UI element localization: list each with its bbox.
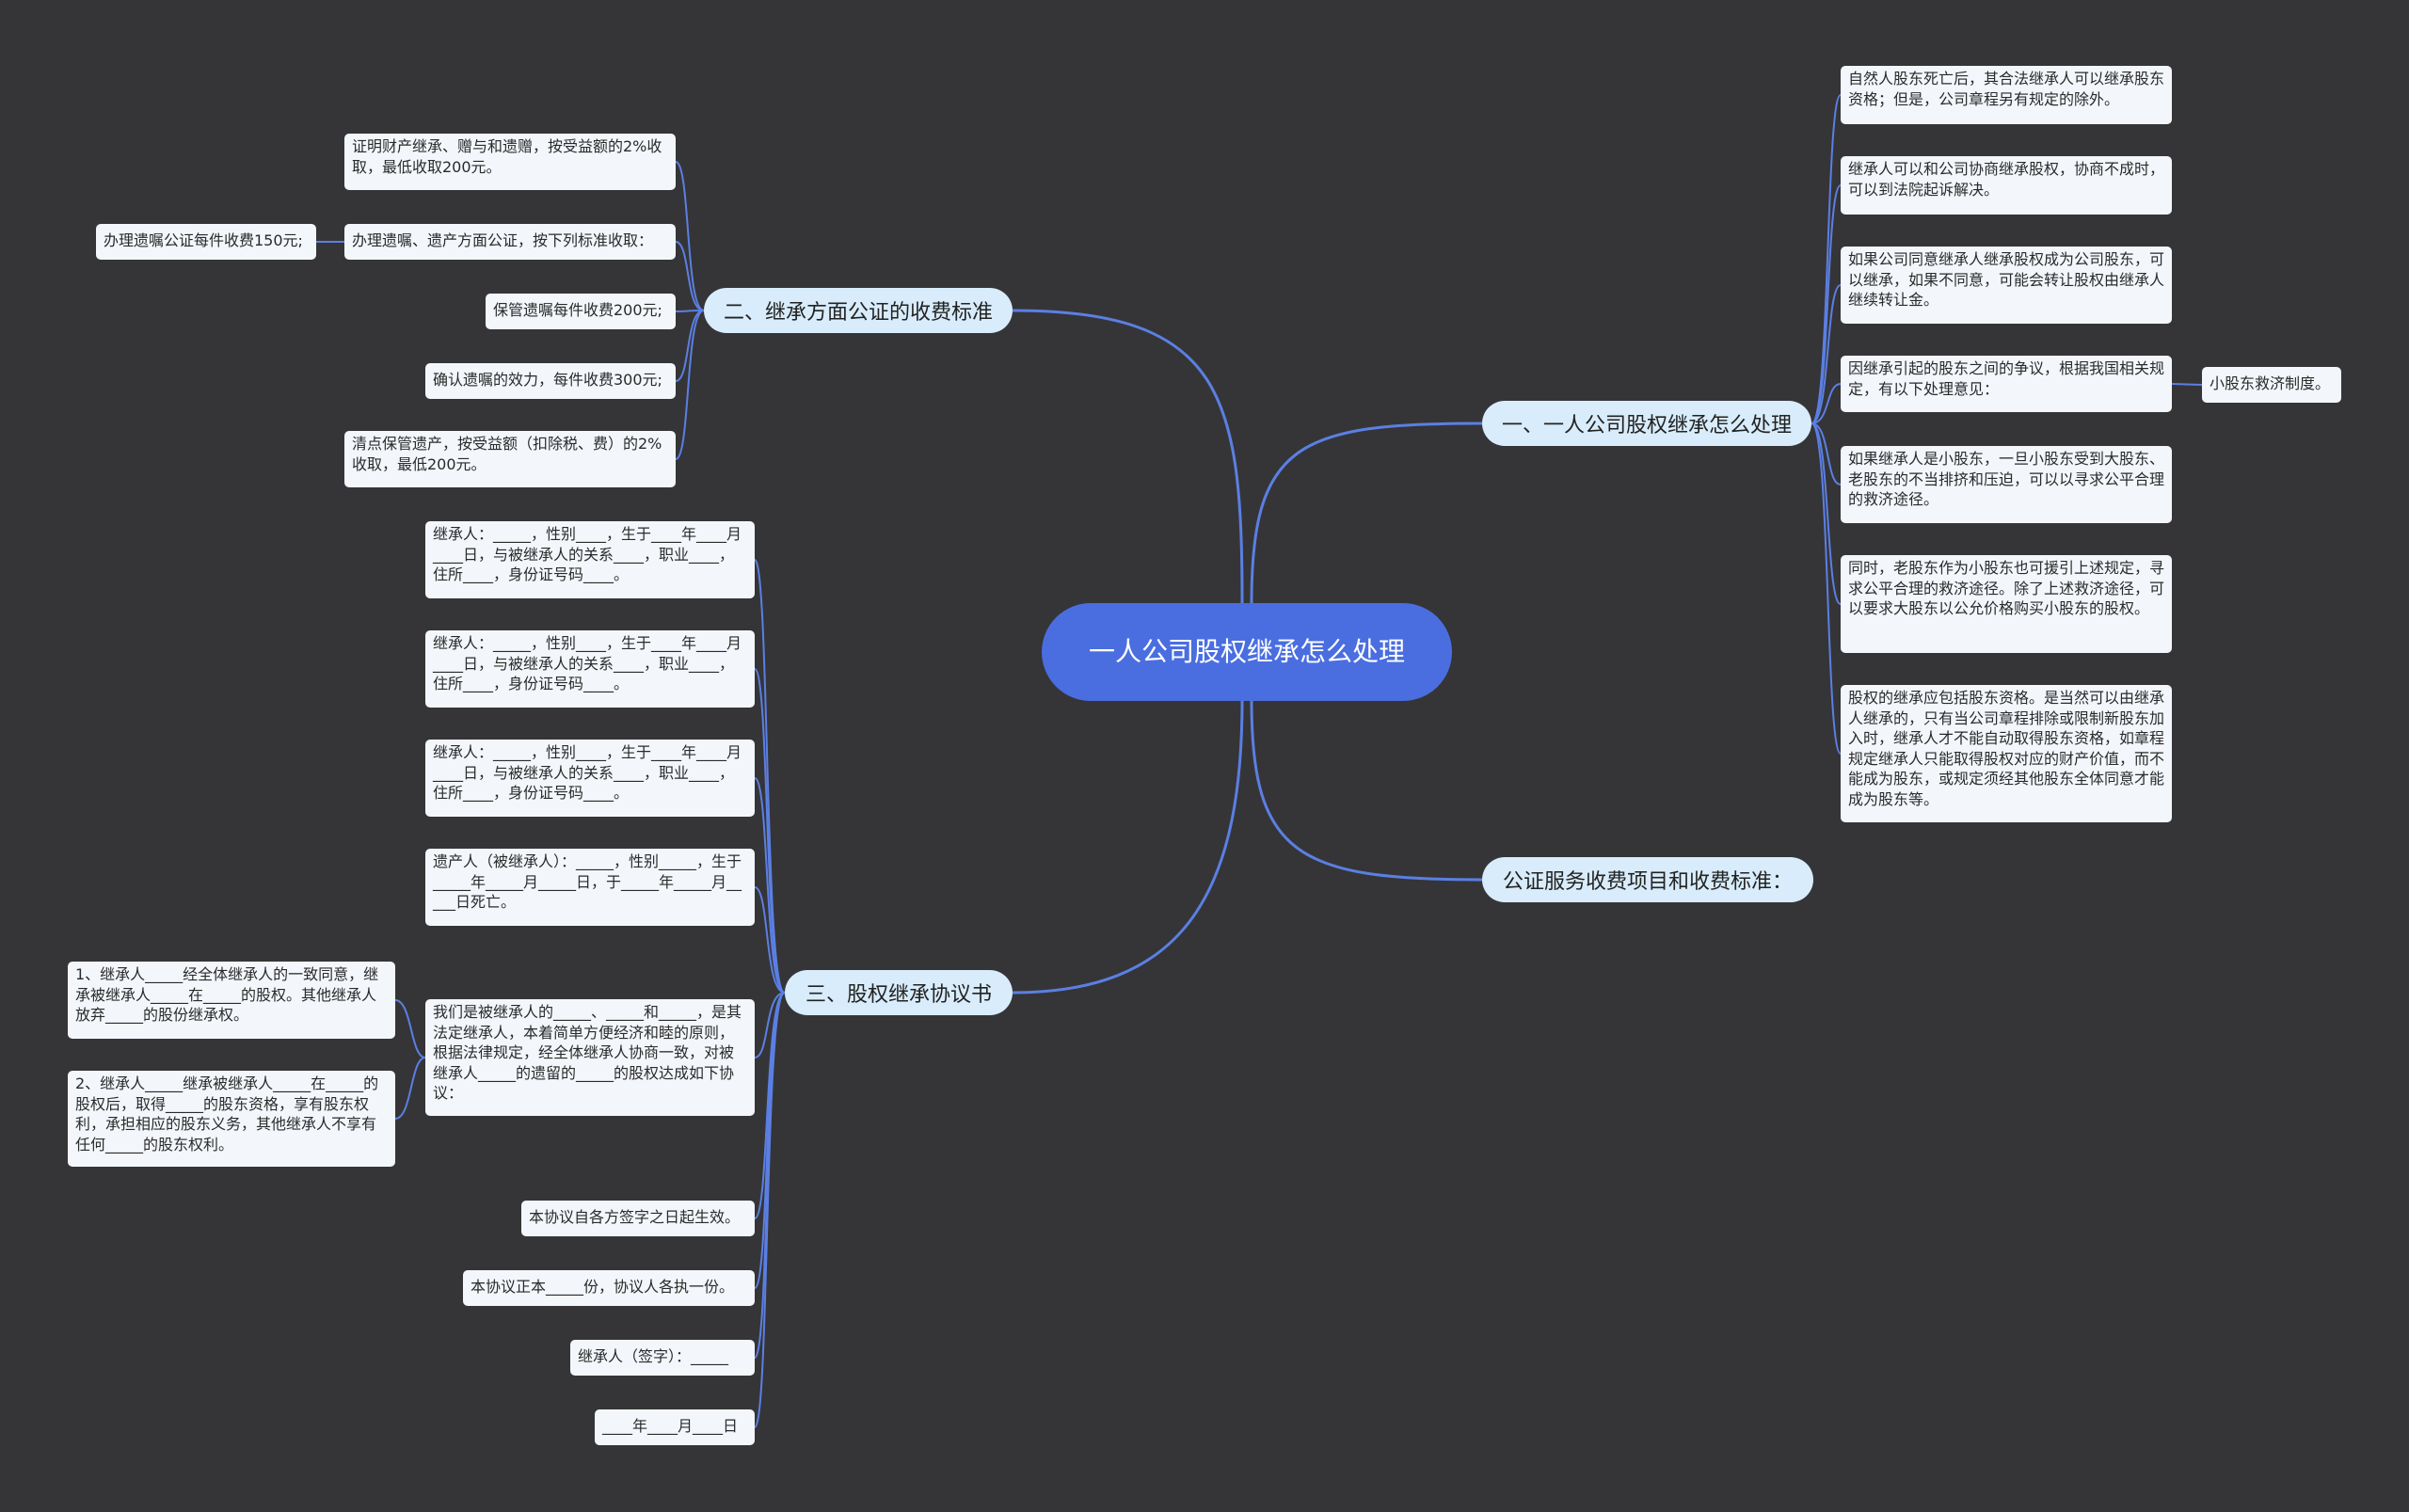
branch-three-item-3-text: 继承人：_____，性别____，生于____年____月____日，与被继承人…	[433, 743, 742, 802]
branch-one-item-4-text: 因继承引起的股东之间的争议，根据我国相关规定，有以下处理意见：	[1848, 359, 2165, 398]
root-topic-label: 一人公司股权继承怎么处理	[1088, 636, 1405, 667]
branch-one-link-5	[1811, 422, 1842, 485]
branch-one-sub-item-text: 小股东救济制度。	[2210, 374, 2331, 392]
branch-two-link-3	[675, 310, 705, 312]
branch-two-label: 二、继承方面公证的收费标准	[723, 301, 993, 325]
branch-two-link-4	[675, 310, 705, 382]
branch-one-item-5[interactable]: 如果继承人是小股东，一旦小股东受到大股东、老股东的不当排挤和压迫，可以以寻求公平…	[1841, 446, 2172, 523]
root-to-branch-one	[1250, 422, 1483, 604]
branch-two-item-5[interactable]: 清点保管遗产，按受益额（扣除税、费）的2%收取，最低200元。	[344, 431, 676, 487]
root-to-branch-three	[1012, 700, 1244, 995]
branch-three-item-8-text: 继承人（签字）：_____	[578, 1347, 729, 1365]
branch-one-item-1-text: 自然人股东死亡后，其合法继承人可以继承股东资格；但是，公司章程另有规定的除外。	[1848, 70, 2165, 108]
branch-three-sub-item-1[interactable]: 1、继承人_____经全体继承人的一致同意，继承被继承人_____在_____的…	[68, 962, 395, 1039]
branch-one-link-2	[1811, 184, 1842, 424]
branch-one-link-7	[1811, 422, 1842, 755]
branch-one-sub-item[interactable]: 小股东救济制度。	[2202, 367, 2341, 403]
branch-one-item-7[interactable]: 股权的继承应包括股东资格。是当然可以由继承人继承的，只有当公司章程排除或限制新股…	[1841, 685, 2172, 822]
branch-two-item-5-text: 清点保管遗产，按受益额（扣除税、费）的2%收取，最低200元。	[352, 435, 662, 473]
branch-one-link-4	[1811, 383, 1842, 424]
branch-three-item-1[interactable]: 继承人：_____，性别____，生于____年____月____日，与被继承人…	[425, 521, 755, 598]
branch-two-item-3-text: 保管遗嘱每件收费200元;	[493, 301, 662, 319]
branch-one-item-3[interactable]: 如果公司同意继承人继承股权成为公司股东，可以继承，如果不同意，可能会转让股权由继…	[1841, 247, 2172, 324]
branch-three-sub-link-2	[394, 1057, 426, 1120]
branch-three-link-1	[754, 559, 786, 994]
branch-two-item-3[interactable]: 保管遗嘱每件收费200元;	[486, 294, 676, 329]
branch-three-item-2-text: 继承人：_____，性别____，生于____年____月____日，与被继承人…	[433, 634, 742, 692]
branch-three-item-6-text: 本协议自各方签字之日起生效。	[529, 1208, 741, 1226]
branch-three-label: 三、股权继承协议书	[805, 983, 992, 1007]
branch-two-item-2-text: 办理遗嘱、遗产方面公证，按下列标准收取：	[352, 231, 654, 249]
branch-two-item-1[interactable]: 证明财产继承、赠与和遗赠，按受益额的2%收取，最低收取200元。	[344, 134, 676, 190]
branch-three-item-7-text: 本协议正本_____份，协议人各执一份。	[471, 1278, 735, 1296]
branch-three-item-5[interactable]: 我们是被继承人的_____、_____和_____，是其法定继承人，本着简单方便…	[425, 999, 755, 1116]
branch-three-item-7[interactable]: 本协议正本_____份，协议人各执一份。	[463, 1270, 755, 1306]
branch-one-sub-link	[2171, 383, 2203, 386]
branch-three-item-2[interactable]: 继承人：_____，性别____，生于____年____月____日，与被继承人…	[425, 630, 755, 708]
branch-three-sub-link-1	[394, 999, 426, 1058]
branch-two-item-2[interactable]: 办理遗嘱、遗产方面公证，按下列标准收取：	[344, 224, 676, 260]
root-topic[interactable]: 一人公司股权继承怎么处理	[1042, 603, 1452, 701]
branch-one-link-1	[1811, 94, 1842, 424]
branch-three-item-5-text: 我们是被继承人的_____、_____和_____，是其法定继承人，本着简单方便…	[433, 1003, 742, 1102]
branch-three-sub-item-2[interactable]: 2、继承人_____继承被继承人_____在_____的股权后，取得_____的…	[68, 1071, 395, 1167]
branch-one-item-2-text: 继承人可以和公司协商继承股权，协商不成时，可以到法院起诉解决。	[1848, 160, 2165, 199]
branch-three-link-5	[754, 992, 786, 1058]
branch-four[interactable]: 公证服务收费项目和收费标准：	[1482, 857, 1813, 902]
branch-two-sub-item[interactable]: 办理遗嘱公证每件收费150元;	[96, 224, 316, 260]
branch-two-link-1	[675, 161, 705, 311]
branch-three-sub-item-2-text: 2、继承人_____继承被继承人_____在_____的股权后，取得_____的…	[75, 1074, 379, 1154]
branch-three-item-1-text: 继承人：_____，性别____，生于____年____月____日，与被继承人…	[433, 525, 742, 583]
branch-two-sub-item-text: 办理遗嘱公证每件收费150元;	[104, 231, 303, 249]
branch-two-link-2	[675, 241, 705, 311]
branch-one-link-6	[1811, 422, 1842, 605]
branch-three-item-6[interactable]: 本协议自各方签字之日起生效。	[521, 1201, 755, 1236]
branch-four-label: 公证服务收费项目和收费标准：	[1502, 870, 1793, 894]
branch-one-item-4[interactable]: 因继承引起的股东之间的争议，根据我国相关规定，有以下处理意见：	[1841, 356, 2172, 412]
branch-three-link-4	[754, 886, 786, 994]
branch-three[interactable]: 三、股权继承协议书	[785, 970, 1013, 1015]
branch-three-item-3[interactable]: 继承人：_____，性别____，生于____年____月____日，与被继承人…	[425, 740, 755, 817]
branch-one-item-6-text: 同时，老股东作为小股东也可援引上述规定，寻求公平合理的救济途径。除了上述救济途径…	[1848, 559, 2165, 617]
branch-three-item-9[interactable]: ____年____月____日	[595, 1409, 755, 1445]
branch-two-item-1-text: 证明财产继承、赠与和遗赠，按受益额的2%收取，最低收取200元。	[352, 137, 662, 176]
branch-two-item-4-text: 确认遗嘱的效力，每件收费300元;	[433, 371, 662, 389]
branch-one-item-7-text: 股权的继承应包括股东资格。是当然可以由继承人继承的，只有当公司章程排除或限制新股…	[1848, 689, 2165, 808]
branch-one-item-3-text: 如果公司同意继承人继承股权成为公司股东，可以继承，如果不同意，可能会转让股权由继…	[1848, 250, 2165, 309]
branch-one-item-5-text: 如果继承人是小股东，一旦小股东受到大股东、老股东的不当排挤和压迫，可以以寻求公平…	[1848, 450, 2165, 508]
branch-three-item-8[interactable]: 继承人（签字）：_____	[570, 1340, 755, 1376]
branch-three-item-4-text: 遗产人（被继承人）：_____，性别_____，生于_____年_____月__…	[433, 852, 742, 911]
branch-three-link-9	[754, 992, 786, 1428]
branch-two-item-4[interactable]: 确认遗嘱的效力，每件收费300元;	[425, 363, 676, 399]
branch-one-item-1[interactable]: 自然人股东死亡后，其合法继承人可以继承股东资格；但是，公司章程另有规定的除外。	[1841, 66, 2172, 124]
branch-two[interactable]: 二、继承方面公证的收费标准	[704, 288, 1013, 333]
branch-three-item-9-text: ____年____月____日	[602, 1417, 739, 1435]
branch-one[interactable]: 一、一人公司股权继承怎么处理	[1482, 401, 1811, 446]
root-to-branch-two	[1012, 309, 1244, 604]
branch-one-link-3	[1811, 284, 1842, 424]
root-to-branch-four	[1250, 700, 1483, 882]
branch-one-item-6[interactable]: 同时，老股东作为小股东也可援引上述规定，寻求公平合理的救济途径。除了上述救济途径…	[1841, 555, 2172, 653]
branch-three-sub-item-1-text: 1、继承人_____经全体继承人的一致同意，继承被继承人_____在_____的…	[75, 965, 379, 1024]
branch-one-label: 一、一人公司股权继承怎么处理	[1501, 414, 1792, 438]
branch-one-item-2[interactable]: 继承人可以和公司协商继承股权，协商不成时，可以到法院起诉解决。	[1841, 156, 2172, 215]
branch-three-item-4[interactable]: 遗产人（被继承人）：_____，性别_____，生于_____年_____月__…	[425, 849, 755, 926]
branch-three-link-8	[754, 992, 786, 1359]
branch-three-link-2	[754, 668, 786, 994]
branch-two-link-5	[675, 310, 705, 460]
branch-three-link-3	[754, 777, 786, 994]
